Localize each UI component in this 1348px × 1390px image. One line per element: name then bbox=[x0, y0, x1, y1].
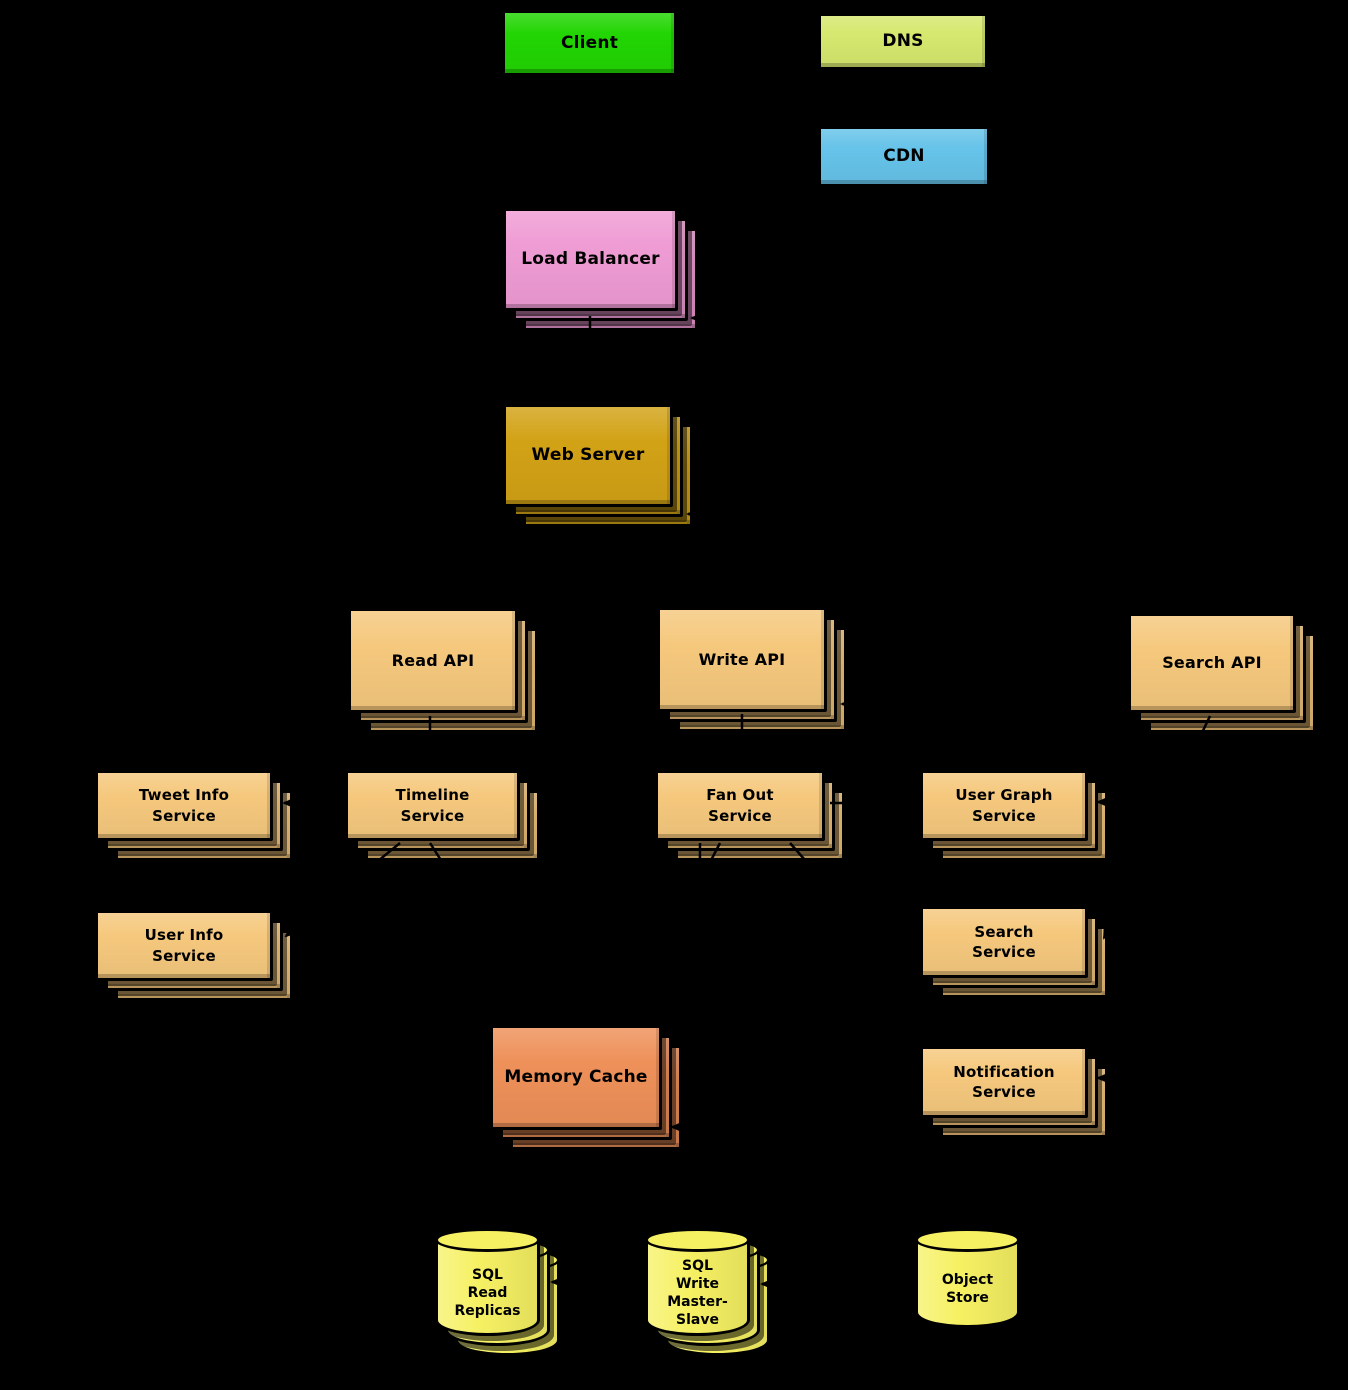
node-read-api: Read API bbox=[348, 608, 518, 713]
node-label-fan-out-service: Fan Out Service bbox=[706, 786, 774, 825]
cylinder-body bbox=[915, 1238, 1020, 1328]
node-user-info-service: User Info Service bbox=[95, 910, 273, 981]
node-label-sql-write-master-slave: SQL Write Master- Slave bbox=[667, 1257, 728, 1329]
cylinder-body bbox=[645, 1238, 750, 1336]
node-label-user-graph-service: User Graph Service bbox=[955, 786, 1053, 825]
node-label-web-server: Web Server bbox=[531, 445, 645, 466]
cylinder-top bbox=[915, 1228, 1020, 1252]
cylinder-top bbox=[435, 1228, 540, 1252]
node-memory-cache: Memory Cache bbox=[490, 1025, 662, 1130]
node-label-cdn: CDN bbox=[883, 146, 925, 167]
node-object-store: Object Store bbox=[915, 1228, 1020, 1328]
node-label-search-service: Search Service bbox=[972, 922, 1036, 961]
node-client: Client bbox=[502, 10, 677, 76]
node-label-search-api: Search API bbox=[1162, 653, 1262, 673]
node-label-load-balancer: Load Balancer bbox=[521, 249, 660, 270]
node-search-service: Search Service bbox=[920, 906, 1088, 978]
node-notification-service: Notification Service bbox=[920, 1046, 1088, 1118]
cylinder-body bbox=[435, 1238, 540, 1336]
node-timeline-service: Timeline Service bbox=[345, 770, 520, 841]
node-label-tweet-info-service: Tweet Info Service bbox=[138, 786, 230, 825]
node-write-api: Write API bbox=[657, 607, 827, 712]
node-label-sql-read-replicas: SQL Read Replicas bbox=[454, 1266, 521, 1320]
node-label-timeline-service: Timeline Service bbox=[395, 786, 470, 825]
node-label-object-store: Object Store bbox=[941, 1271, 994, 1306]
node-label-user-info-service: User Info Service bbox=[144, 926, 224, 965]
node-label-dns: DNS bbox=[882, 31, 924, 52]
node-dns: DNS bbox=[818, 13, 988, 70]
node-label-notification-service: Notification Service bbox=[953, 1062, 1055, 1101]
node-label-client: Client bbox=[560, 32, 619, 53]
node-label-read-api: Read API bbox=[391, 650, 475, 670]
node-cdn: CDN bbox=[818, 126, 990, 187]
cylinder-top bbox=[645, 1228, 750, 1252]
node-search-api: Search API bbox=[1128, 613, 1296, 713]
node-load-balancer: Load Balancer bbox=[503, 208, 678, 311]
node-tweet-info-service: Tweet Info Service bbox=[95, 770, 273, 841]
node-sql-read-replicas: SQL Read Replicas bbox=[435, 1228, 540, 1336]
node-web-server: Web Server bbox=[503, 404, 673, 507]
node-sql-write-master-slave: SQL Write Master- Slave bbox=[645, 1228, 750, 1336]
node-label-write-api: Write API bbox=[698, 649, 786, 669]
node-user-graph-service: User Graph Service bbox=[920, 770, 1088, 841]
node-label-memory-cache: Memory Cache bbox=[504, 1067, 648, 1088]
node-fan-out-service: Fan Out Service bbox=[655, 770, 825, 841]
